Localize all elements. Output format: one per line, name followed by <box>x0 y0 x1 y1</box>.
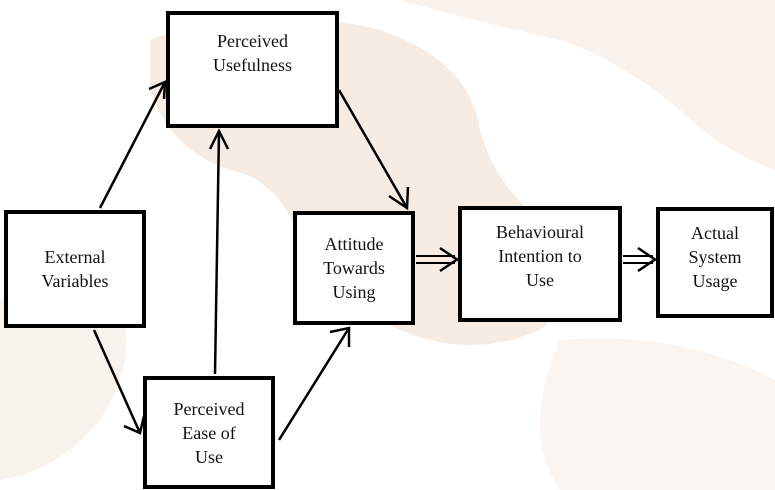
perceived-usefulness-label: Perceived Usefulness <box>213 31 292 75</box>
perceived-ease-of-use-label: Perceived Ease of Use <box>173 398 245 467</box>
attitude-towards-using-label: Attitude Towards Using <box>323 234 385 302</box>
perceived-usefulness-box: Perceived Usefulness <box>166 11 339 128</box>
arrow-external-to-ease <box>92 329 146 435</box>
actual-system-usage-box: Actual System Usage <box>656 207 774 318</box>
external-variables-box: External Variables <box>4 210 146 328</box>
actual-system-usage-label: Actual System Usage <box>688 223 742 291</box>
perceived-ease-of-use-box: Perceived Ease of Use <box>143 376 275 489</box>
arrow-ease-to-usefulness <box>208 128 230 375</box>
external-variables-label: External Variables <box>41 247 109 291</box>
arrow-external-to-usefulness <box>98 80 167 209</box>
behavioural-intention-box: Behavioural Intention to Use <box>458 206 622 322</box>
attitude-towards-using-box: Attitude Towards Using <box>293 211 415 325</box>
arrow-ease-to-attitude <box>277 326 351 441</box>
arrow-intention-to-usage <box>623 246 658 273</box>
arrow-attitude-to-intention <box>416 246 460 273</box>
behavioural-intention-label: Behavioural Intention to Use <box>496 222 584 290</box>
arrow-usefulness-to-attitude <box>337 89 410 211</box>
